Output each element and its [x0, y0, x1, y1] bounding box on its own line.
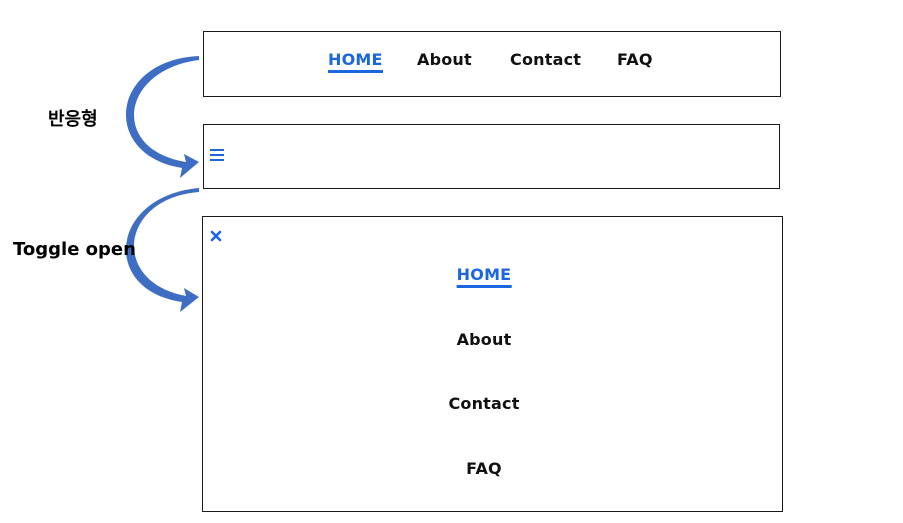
mobile-nav-link-about[interactable]: About: [456, 330, 512, 349]
close-x-icon[interactable]: [210, 230, 222, 242]
mobile-nav-link-contact[interactable]: Contact: [448, 394, 520, 413]
nav-link-home[interactable]: HOME: [328, 50, 383, 73]
expanded-mobile-navbar: HOME About Contact FAQ: [202, 216, 783, 512]
desktop-navbar: HOME About Contact FAQ: [203, 31, 781, 97]
toggle-open-step-label: Toggle open: [13, 239, 136, 260]
nav-link-contact[interactable]: Contact: [510, 50, 582, 69]
arrow-icon-1: [125, 56, 199, 178]
arrow-icon-2: [125, 188, 199, 312]
nav-link-about[interactable]: About: [417, 50, 472, 69]
collapsed-mobile-navbar: [203, 124, 780, 189]
hamburger-menu-icon[interactable]: [210, 149, 224, 161]
nav-link-faq[interactable]: FAQ: [617, 50, 653, 69]
mobile-nav-link-faq[interactable]: FAQ: [466, 459, 502, 478]
mobile-nav-link-home[interactable]: HOME: [456, 265, 512, 288]
responsive-step-label: 반응형: [48, 109, 98, 130]
